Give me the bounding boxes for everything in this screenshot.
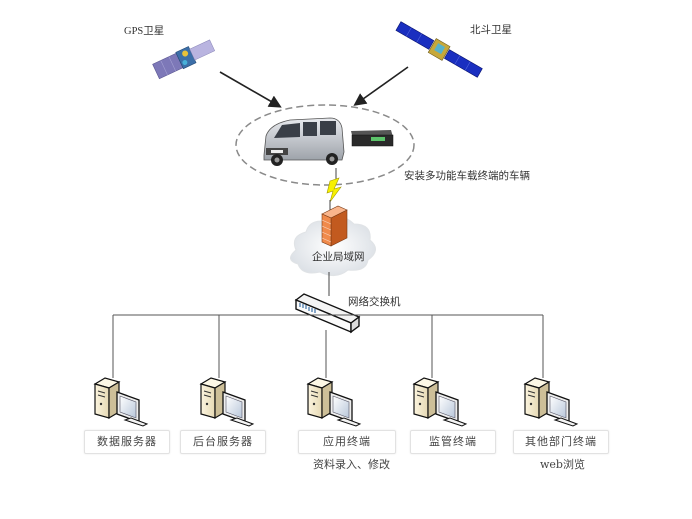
vehicle-label: 安装多功能车载终端的车辆 [404,169,530,182]
beidou-signal-arrow [353,66,409,106]
node-label-other-department-terminal: 其他部门终端 [513,430,609,454]
node-label-application-terminal: 应用终端 [298,430,396,454]
computer-icon-monitoring-terminal [412,377,468,427]
lightning-bolt-icon [326,168,342,210]
computer-icon-data-server [93,377,149,427]
vehicle-group-ellipse [235,104,415,186]
lan-label: 企业局域网 [312,250,365,263]
application-terminal-note: 资料录入、修改 [313,458,390,471]
switch-label: 网络交换机 [348,295,401,308]
computer-icon-application-terminal [306,377,362,427]
network-switch-icon [294,293,361,334]
node-label-data-server: 数据服务器 [84,430,170,454]
gps-satellite-label: GPS卫星 [124,25,164,37]
vehicle-terminal-icon [351,130,394,147]
node-label-monitoring-terminal: 监管终端 [410,430,496,454]
network-bus [112,314,544,378]
other-department-terminal-note: web浏览 [540,458,585,471]
node-label-backend-server: 后台服务器 [180,430,266,454]
beidou-satellite-icon [395,21,483,78]
beidou-satellite-label: 北斗卫星 [470,24,512,36]
gps-satellite-icon [152,39,216,80]
van-icon [263,117,345,166]
gps-signal-arrow [219,71,282,108]
lan-cloud-icon [290,217,376,276]
firewall-icon [321,205,348,247]
computer-icon-other-department-terminal [523,377,579,427]
computer-icon-backend-server [199,377,255,427]
